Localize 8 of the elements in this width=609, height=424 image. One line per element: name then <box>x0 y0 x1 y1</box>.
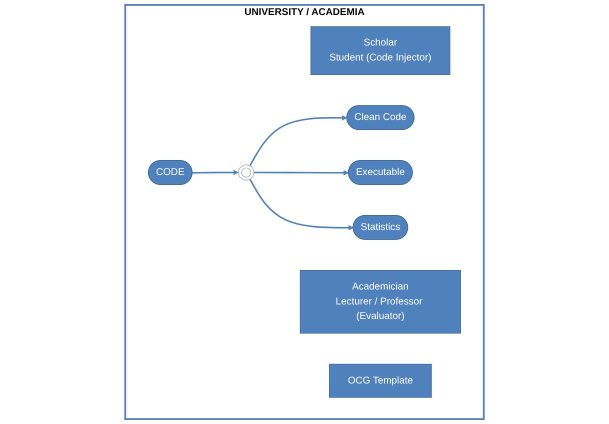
node-circle <box>238 164 254 181</box>
node-box: OCG Template <box>329 364 432 398</box>
arrow <box>192 170 239 176</box>
node-box: Scholar Student (Code Injector) <box>310 26 450 75</box>
node-box: Academician Lecturer / Professor (Evaluator) <box>300 270 461 334</box>
arrow <box>254 170 349 176</box>
arrow <box>249 178 354 230</box>
arrow <box>249 115 348 166</box>
